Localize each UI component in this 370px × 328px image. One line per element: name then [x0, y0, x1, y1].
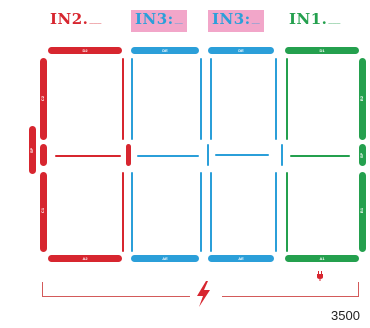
red-right-mid-bar[interactable] [126, 144, 131, 166]
green-right-upper-bar[interactable] [359, 58, 366, 140]
column-title-in2: IN2.——— [50, 10, 101, 32]
blue-a-top-label: DE [162, 48, 168, 53]
red-right-upper-line[interactable] [122, 58, 124, 140]
green-left-lower-line[interactable] [286, 172, 288, 252]
column-title-in3-a: IN3:—— [131, 10, 187, 32]
blue-a-middle-line[interactable] [137, 155, 199, 157]
red-bottom-bar[interactable]: A2 [48, 255, 122, 262]
green-left-upper-line[interactable] [286, 58, 288, 140]
blue-a-right-mid-line[interactable] [207, 144, 209, 166]
blue-a-left-lower-line[interactable] [131, 172, 133, 252]
green-bottom-label: A1 [319, 256, 325, 261]
red-top-bar[interactable]: D2 [48, 47, 122, 54]
red-left-mid-bar[interactable] [40, 144, 47, 166]
column-title-in1: IN1.——— [289, 10, 340, 32]
footer-right-tick [358, 282, 359, 297]
footer-left-tick [42, 282, 43, 297]
blue-b-right-mid-line[interactable] [281, 144, 283, 166]
right-side-label: SP [359, 152, 365, 159]
blue-a-right-lower-line[interactable] [200, 172, 202, 252]
red-middle-line[interactable] [55, 155, 121, 157]
blue-b-left-upper-line[interactable] [210, 58, 212, 140]
left-side-bar[interactable] [29, 126, 36, 174]
blue-a-bottom-bar[interactable]: AE [131, 255, 199, 262]
green-right-mid-bar[interactable] [359, 144, 366, 166]
red-left-upper-bar[interactable] [40, 58, 47, 140]
green-middle-line[interactable] [290, 155, 350, 157]
footer-left-line [42, 296, 190, 297]
red-top-label: D2 [82, 48, 88, 53]
column-title-in3-a-text: IN3: [135, 10, 174, 28]
column-title-in3-b-suffix: —— [251, 20, 260, 25]
red-left-lower-label: C1 [40, 207, 46, 214]
column-title-in3-a-suffix: —— [174, 20, 183, 25]
green-right-lower-label: B1 [359, 207, 365, 214]
plug-icon [317, 271, 323, 281]
blue-a-top-bar[interactable]: DE [131, 47, 199, 54]
green-top-label: D1 [319, 48, 325, 53]
blue-b-middle-line[interactable] [215, 154, 269, 156]
blue-a-right-upper-line[interactable] [200, 58, 202, 140]
blue-b-top-label: DE [238, 48, 244, 53]
blue-a-bottom-label: AE [162, 256, 168, 261]
green-right-upper-label: B2 [359, 95, 365, 102]
red-left-lower-bar[interactable] [40, 172, 47, 252]
red-bottom-label: A2 [82, 256, 88, 261]
column-title-in2-text: IN2. [50, 10, 89, 28]
column-title-in1-text: IN1. [289, 10, 328, 28]
blue-b-right-upper-line[interactable] [275, 58, 277, 140]
footer-right-line [222, 296, 359, 297]
green-right-lower-bar[interactable] [359, 172, 366, 252]
blue-b-top-bar[interactable]: DE [208, 47, 274, 54]
column-title-in3-b-text: IN3: [212, 10, 251, 28]
column-title-in2-suffix: ——— [89, 20, 102, 25]
red-left-upper-label: C2 [40, 95, 46, 102]
blue-b-bottom-bar[interactable]: AE [208, 255, 274, 262]
blue-b-right-lower-line[interactable] [275, 172, 277, 252]
column-title-in3-b: IN3:—— [208, 10, 264, 32]
green-top-bar[interactable]: D1 [285, 47, 359, 54]
blue-b-bottom-label: AE [238, 256, 244, 261]
left-side-label: SP [29, 147, 35, 154]
red-right-lower-line[interactable] [122, 172, 124, 252]
footer-count: 3500 [331, 308, 360, 323]
blue-a-left-upper-line[interactable] [131, 58, 133, 140]
green-bottom-bar[interactable]: A1 [285, 255, 359, 262]
blue-b-left-lower-line[interactable] [210, 172, 212, 252]
lightning-bolt-icon [197, 281, 210, 307]
column-title-in1-suffix: ——— [328, 20, 341, 25]
